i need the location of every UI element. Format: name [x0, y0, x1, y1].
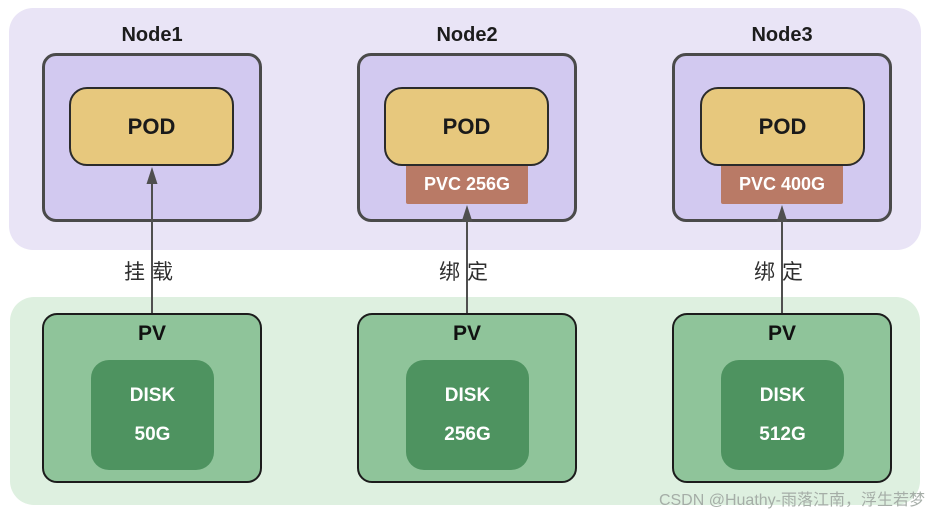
node2-pv-title: PV	[452, 322, 481, 345]
node1-disk-box: DISK 50G	[91, 360, 214, 470]
node3-pod-box: POD	[700, 87, 865, 166]
node1-title: Node1	[121, 24, 183, 46]
node2-disk-box: DISK 256G	[406, 360, 529, 470]
node3-pv-box: PV DISK 512G	[672, 313, 892, 483]
bind-arrow-node3	[772, 204, 792, 313]
node1-pv-title: PV	[137, 322, 166, 345]
bind-arrow-node2	[457, 204, 477, 313]
node2-pvc-box: PVC 256G	[406, 164, 528, 204]
mount-arrow-node1	[142, 166, 162, 313]
relation-label-bind-node3: 绑定	[754, 261, 810, 284]
node3-disk-size: 512G	[759, 423, 806, 445]
node3-title: Node3	[751, 24, 813, 46]
node3-pv-title: PV	[767, 322, 796, 345]
node2-title: Node2	[436, 24, 498, 46]
csdn-watermark: CSDN @Huathy-雨落江南，浮生若梦	[658, 492, 925, 509]
node2-disk-size: 256G	[444, 423, 491, 445]
node1-pv-box: PV DISK 50G	[42, 313, 262, 483]
node3-disk-box: DISK 512G	[721, 360, 844, 470]
node3-pvc-box: PVC 400G	[721, 164, 843, 204]
node1-disk-size: 50G	[134, 423, 171, 445]
relation-label-mount: 挂载	[124, 261, 180, 284]
node2-pv-box: PV DISK 256G	[357, 313, 577, 483]
node2-pod-box: POD	[384, 87, 549, 166]
node1-disk-label: DISK	[129, 384, 176, 406]
relation-label-bind-node2: 绑定	[439, 261, 495, 284]
node2-disk-label: DISK	[444, 384, 491, 406]
node1-pod-box: POD	[69, 87, 234, 166]
node3-disk-label: DISK	[759, 384, 806, 406]
